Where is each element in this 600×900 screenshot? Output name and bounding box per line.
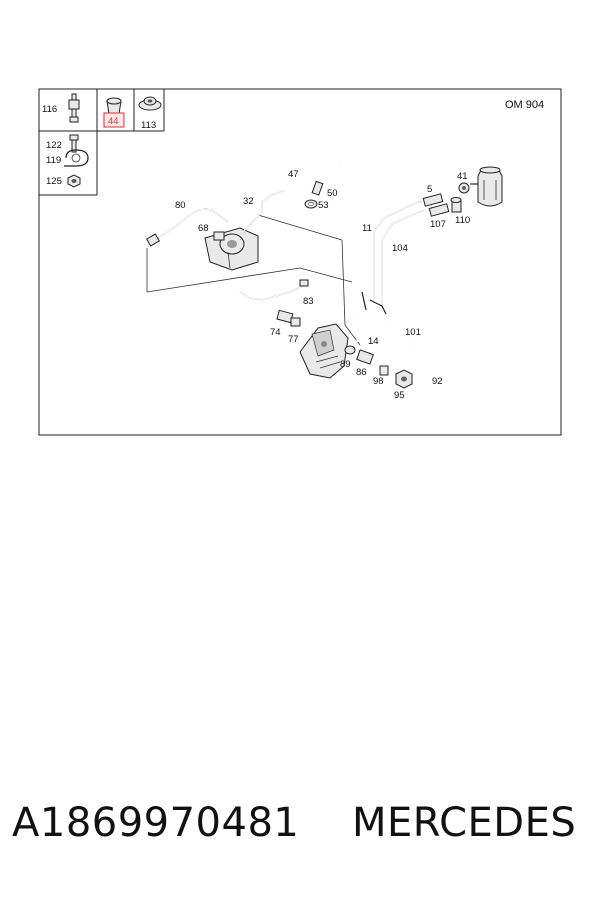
callout-89: 89 [340, 359, 351, 370]
callout-77: 77 [288, 334, 299, 345]
pipe-80 [145, 208, 229, 247]
engine-label: OM 904 [505, 99, 544, 111]
hose-92 [413, 349, 427, 390]
part-number: A1869970481 [12, 800, 300, 846]
callout-116: 116 [42, 104, 57, 115]
hose-47 [281, 159, 341, 192]
callout-125: 125 [46, 176, 62, 187]
footer: A1869970481 MERCEDES [0, 800, 600, 860]
seal-53 [304, 199, 318, 209]
callout-11: 11 [362, 223, 372, 234]
fitting-50 [311, 180, 324, 196]
fitting-107 [428, 203, 450, 217]
pipe-32 [242, 189, 286, 233]
callout-119: 119 [46, 155, 61, 166]
banjo-41 [458, 182, 470, 194]
clamp-icon [64, 149, 89, 167]
stud-bolt-icon [68, 93, 80, 123]
callout-44: 44 [108, 116, 119, 127]
bolt-icon [69, 134, 79, 153]
pipe-11 [361, 201, 422, 311]
assembly-outline [146, 214, 361, 346]
callout-41: 41 [457, 171, 468, 182]
fitting-74 [276, 309, 301, 327]
callout-80: 80 [175, 200, 186, 211]
callout-92: 92 [432, 376, 443, 387]
clip-110 [450, 197, 462, 213]
callout-86: 86 [356, 367, 367, 378]
callout-104: 104 [392, 243, 408, 254]
fitting-5 [422, 193, 444, 207]
pipe-104 [369, 209, 425, 315]
brand-name: MERCEDES [352, 800, 577, 846]
callout-14: 14 [368, 336, 379, 347]
hose-101 [384, 322, 411, 344]
highlight-box-44 [103, 112, 125, 128]
grommet-icon [106, 97, 122, 115]
callout-68: 68 [198, 223, 209, 234]
nut-icon [67, 174, 81, 188]
callout-83: 83 [303, 296, 314, 307]
callout-110: 110 [455, 215, 470, 226]
callout-74: 74 [270, 327, 281, 338]
callout-5: 5 [427, 184, 432, 195]
callout-32: 32 [243, 196, 254, 207]
fuel-filter [470, 166, 503, 207]
hose-14 [350, 317, 360, 343]
callout-47: 47 [288, 169, 299, 180]
nut-95 [395, 369, 413, 389]
callout-101: 101 [405, 327, 421, 338]
rubber-mount-icon [138, 96, 162, 111]
pipe-83 [239, 279, 309, 301]
fitting-86 [356, 349, 374, 365]
injection-pump [299, 323, 349, 379]
callout-98: 98 [373, 376, 384, 387]
sleeve-98 [379, 365, 389, 376]
legend-grid [39, 89, 165, 196]
callout-107: 107 [430, 219, 446, 230]
callout-113: 113 [141, 120, 156, 131]
washer-89 [344, 345, 356, 355]
callout-122: 122 [46, 140, 62, 151]
callout-53: 53 [318, 200, 329, 211]
fuel-pump-housing [204, 227, 259, 271]
callout-95: 95 [394, 390, 405, 401]
callout-50: 50 [327, 188, 338, 199]
diagram-frame [38, 88, 562, 436]
